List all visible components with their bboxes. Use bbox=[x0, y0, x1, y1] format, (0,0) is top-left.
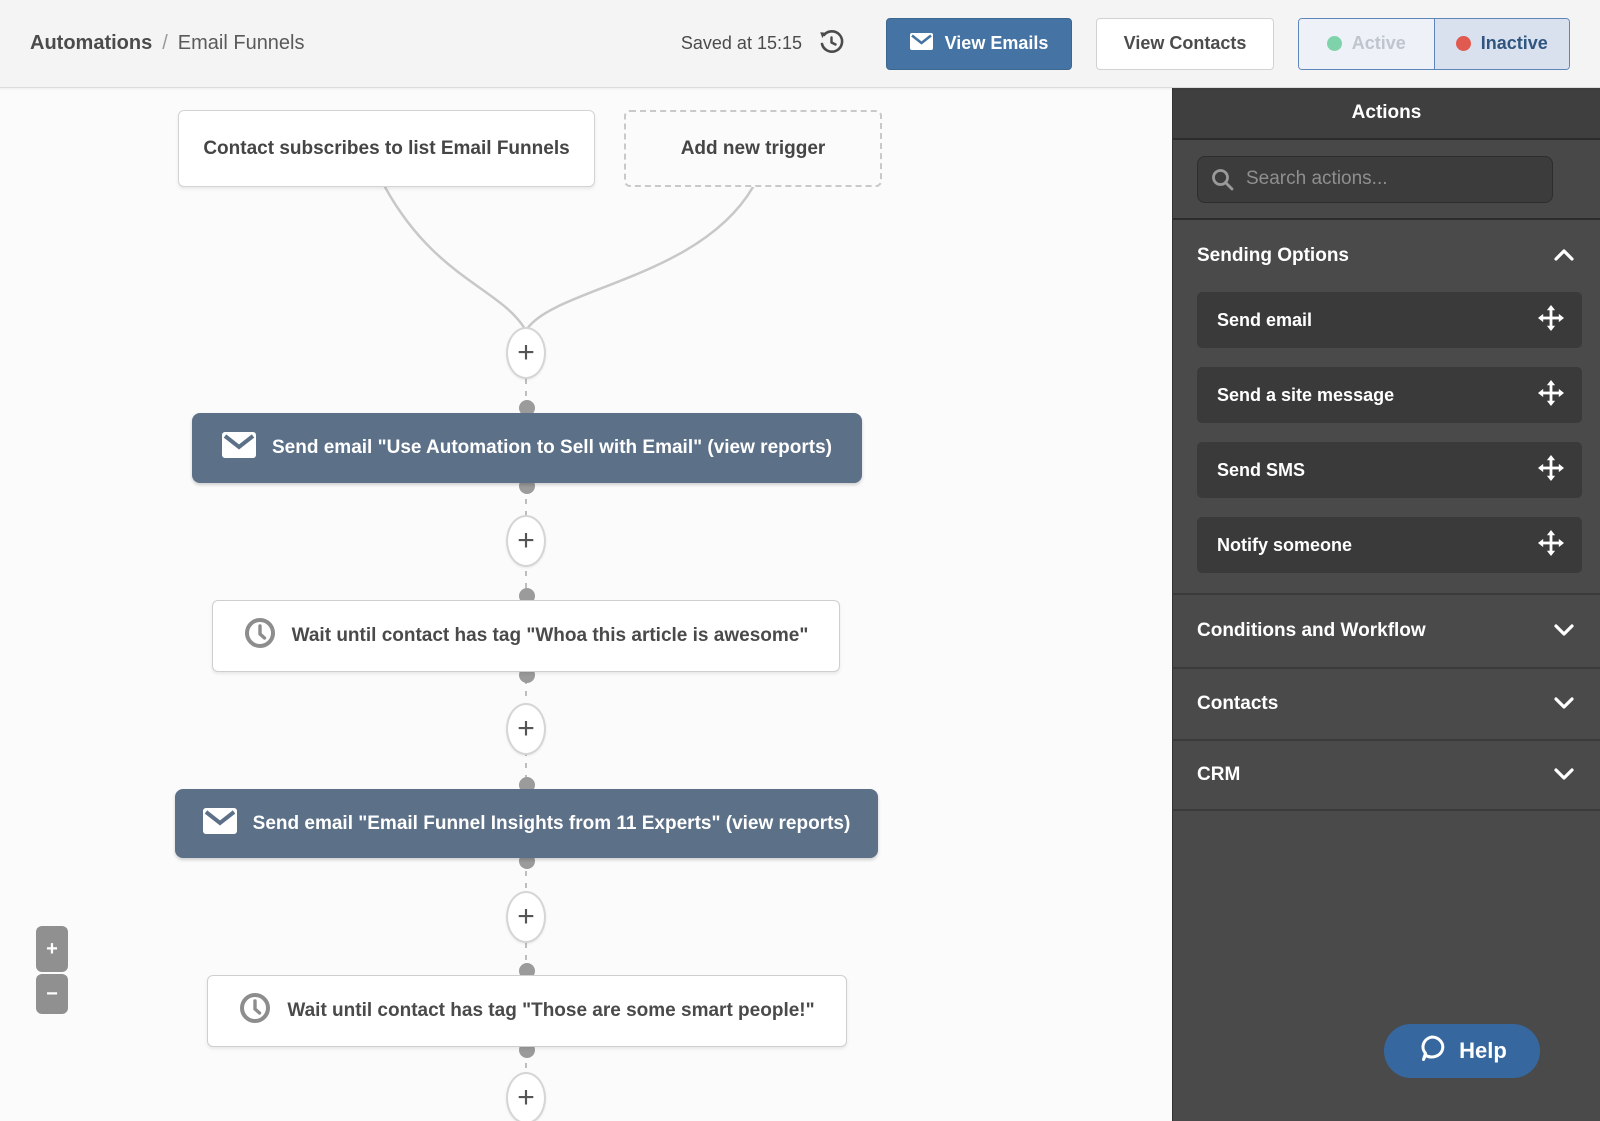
connector-dot bbox=[519, 400, 535, 416]
sidebar-title-label: Actions bbox=[1351, 102, 1422, 123]
envelope-icon bbox=[202, 807, 237, 840]
active-status-dot-icon bbox=[1326, 36, 1342, 51]
node-wait-1[interactable]: Wait until contact has tag "Whoa this ar… bbox=[212, 600, 840, 672]
section-sending-options[interactable]: Sending Options bbox=[1173, 220, 1600, 292]
top-bar: Automations / Email Funnels Saved at 15:… bbox=[0, 0, 1600, 88]
plus-icon: + bbox=[517, 712, 535, 745]
plus-icon: + bbox=[517, 336, 535, 369]
section-label: Conditions and Workflow bbox=[1197, 620, 1426, 641]
chevron-down-icon bbox=[1554, 693, 1574, 715]
section-label: Sending Options bbox=[1197, 245, 1349, 266]
view-emails-label: View Emails bbox=[944, 33, 1049, 53]
action-item-label: Notify someone bbox=[1217, 534, 1353, 555]
action-item-send-email[interactable]: Send email bbox=[1197, 292, 1582, 348]
drag-move-icon[interactable] bbox=[1538, 379, 1564, 411]
section-label: CRM bbox=[1197, 764, 1241, 785]
history-icon bbox=[817, 28, 845, 59]
node-send-email-1[interactable]: Send email "Use Automation to Sell with … bbox=[192, 413, 862, 483]
active-label: Active bbox=[1351, 33, 1406, 53]
action-item-send-site-message[interactable]: Send a site message bbox=[1197, 367, 1582, 423]
clock-icon bbox=[244, 617, 276, 655]
add-step-button-5[interactable]: + bbox=[506, 1072, 546, 1121]
sending-options-items: Send email Send a site message Send SM bbox=[1173, 292, 1600, 595]
section-crm[interactable]: CRM bbox=[1173, 739, 1600, 811]
drag-move-icon[interactable] bbox=[1538, 304, 1564, 336]
node-send-email-2[interactable]: Send email "Email Funnel Insights from 1… bbox=[175, 789, 878, 858]
breadcrumb-current-automation: Email Funnels bbox=[177, 32, 305, 54]
plus-icon: + bbox=[517, 1081, 535, 1114]
section-conditions-and-workflow[interactable]: Conditions and Workflow bbox=[1173, 595, 1600, 667]
chevron-up-icon bbox=[1554, 245, 1574, 267]
envelope-icon bbox=[222, 432, 256, 464]
revision-history-button[interactable] bbox=[816, 29, 846, 59]
inactive-label: Inactive bbox=[1480, 33, 1548, 53]
section-contacts[interactable]: Contacts bbox=[1173, 667, 1600, 739]
node-label: Wait until contact has tag "Those are so… bbox=[287, 1000, 815, 1021]
node-label: Wait until contact has tag "Whoa this ar… bbox=[291, 625, 809, 646]
drag-move-icon[interactable] bbox=[1538, 454, 1564, 486]
add-step-button-3[interactable]: + bbox=[506, 703, 546, 755]
trigger-node-label: Contact subscribes to list Email Funnels bbox=[203, 137, 570, 159]
action-item-label: Send email bbox=[1217, 309, 1313, 330]
add-step-button-4[interactable]: + bbox=[506, 891, 546, 943]
actions-sidebar: Actions Sending Options Send email bbox=[1172, 88, 1600, 1121]
toggle-option-inactive[interactable]: Inactive bbox=[1434, 18, 1569, 69]
sidebar-title: Actions bbox=[1173, 88, 1600, 140]
zoom-in-button[interactable]: + bbox=[36, 926, 68, 972]
connector-lines bbox=[383, 185, 755, 1121]
view-emails-button[interactable]: View Emails bbox=[886, 17, 1072, 70]
add-step-button-2[interactable]: + bbox=[506, 515, 546, 567]
chevron-down-icon bbox=[1554, 764, 1574, 786]
inactive-status-dot-icon bbox=[1455, 36, 1471, 51]
add-step-button-1[interactable]: + bbox=[506, 327, 546, 379]
action-item-label: Send a site message bbox=[1217, 384, 1395, 405]
add-new-trigger-label: Add new trigger bbox=[680, 137, 826, 159]
view-contacts-button[interactable]: View Contacts bbox=[1096, 17, 1274, 70]
saved-status: Saved at 15:15 bbox=[680, 33, 802, 53]
plus-icon: + bbox=[517, 900, 535, 933]
section-label: Contacts bbox=[1197, 693, 1279, 714]
chevron-down-icon bbox=[1554, 620, 1574, 642]
breadcrumb: Automations / Email Funnels bbox=[30, 32, 305, 55]
search-actions-input[interactable] bbox=[1197, 155, 1553, 203]
add-new-trigger-button[interactable]: Add new trigger bbox=[624, 110, 882, 187]
node-label: Send email "Use Automation to Sell with … bbox=[272, 437, 832, 458]
automation-canvas[interactable]: Contact subscribes to list Email Funnels… bbox=[0, 88, 1172, 1121]
help-label: Help bbox=[1459, 1038, 1507, 1063]
envelope-icon bbox=[909, 32, 933, 55]
chat-bubble-icon bbox=[1417, 1033, 1447, 1069]
view-contacts-label: View Contacts bbox=[1123, 33, 1247, 53]
active-inactive-toggle: Active Inactive bbox=[1298, 17, 1570, 70]
plus-icon: + bbox=[517, 524, 535, 557]
zoom-out-button[interactable]: − bbox=[36, 974, 68, 1014]
breadcrumb-separator: / bbox=[162, 32, 168, 54]
canvas-zoom-controls: + − bbox=[36, 926, 68, 1014]
search-actions-bar bbox=[1173, 140, 1600, 220]
breadcrumb-automations[interactable]: Automations bbox=[30, 32, 153, 54]
search-icon bbox=[1211, 168, 1234, 196]
action-item-notify-someone[interactable]: Notify someone bbox=[1197, 517, 1582, 573]
help-button[interactable]: Help bbox=[1384, 1024, 1540, 1078]
node-wait-2[interactable]: Wait until contact has tag "Those are so… bbox=[207, 975, 847, 1047]
node-label: Send email "Email Funnel Insights from 1… bbox=[252, 812, 851, 834]
trigger-node-contact-subscribes[interactable]: Contact subscribes to list Email Funnels bbox=[178, 110, 595, 187]
clock-icon bbox=[239, 992, 271, 1030]
drag-move-icon[interactable] bbox=[1538, 529, 1564, 561]
toggle-option-active[interactable]: Active bbox=[1299, 18, 1435, 69]
action-item-send-sms[interactable]: Send SMS bbox=[1197, 442, 1582, 498]
action-item-label: Send SMS bbox=[1217, 459, 1306, 480]
